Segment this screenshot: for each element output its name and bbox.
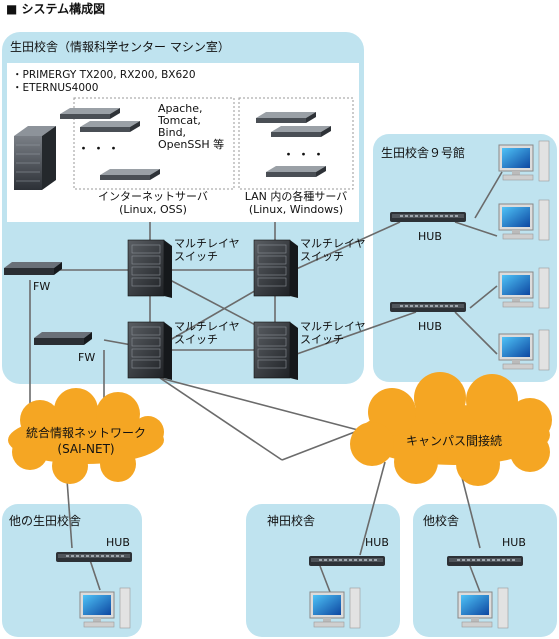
- multilayer-switch-icon: [127, 239, 173, 299]
- firewall-label: FW: [78, 351, 95, 364]
- other-campus-title: 他校舎: [423, 513, 459, 528]
- lan-server-os: (Linux, Windows): [249, 203, 343, 216]
- diagram-title: ■ システム構成図: [6, 1, 105, 16]
- firewall-label: FW: [33, 280, 50, 293]
- pc-icon: [457, 587, 509, 629]
- hub-icon: [390, 212, 466, 222]
- hub-label: HUB: [418, 230, 442, 243]
- server-area: [7, 63, 359, 222]
- switch-label: スイッチ: [300, 333, 344, 346]
- hub-label: HUB: [106, 536, 130, 549]
- software-line-3: Bind,: [158, 126, 186, 139]
- internet-server-group: [73, 97, 235, 190]
- hub-label: HUB: [365, 536, 389, 549]
- hub-icon: [309, 556, 385, 566]
- multilayer-switch-icon: [253, 239, 299, 299]
- main-campus-title: 生田校舎（情報科学センター マシン室）: [10, 39, 230, 54]
- lan-server-group: [238, 97, 354, 190]
- kanda-title: 神田校舎: [267, 513, 315, 528]
- pc-icon: [498, 199, 550, 241]
- multilayer-switch-icon: [253, 321, 299, 381]
- hub-icon: [390, 302, 466, 312]
- switch-label: スイッチ: [174, 250, 218, 263]
- switch-label: スイッチ: [300, 250, 344, 263]
- pc-icon: [498, 267, 550, 309]
- software-line-4: OpenSSH 等: [158, 137, 224, 151]
- server-model-line-2: ・ETERNUS4000: [12, 82, 98, 94]
- pc-icon: [309, 587, 361, 629]
- hub-label: HUB: [418, 320, 442, 333]
- firewall-icon: [34, 332, 92, 345]
- switch-label: マルチレイヤ: [174, 320, 240, 333]
- kanda-panel: [246, 504, 400, 637]
- other-campus-panel: [413, 504, 557, 637]
- switch-label: マルチレイヤ: [300, 320, 366, 333]
- other-ikuta-title: 他の生田校舎: [9, 513, 81, 528]
- campus-link-label: キャンパス間接続: [406, 433, 502, 448]
- multilayer-switch-icon: [127, 321, 173, 381]
- pc-icon: [498, 140, 550, 182]
- sainet-label: 統合情報ネットワーク: [26, 425, 146, 440]
- switch-label: スイッチ: [174, 333, 218, 346]
- server-model-line-1: ・PRIMERGY TX200, RX200, BX620: [12, 69, 196, 81]
- building9-panel: [373, 134, 557, 382]
- internet-server-os: (Linux, OSS): [119, 203, 187, 216]
- switch-label: マルチレイヤ: [174, 237, 240, 250]
- software-line-2: Tomcat,: [157, 114, 201, 127]
- campus-link-cloud: [350, 372, 552, 486]
- internet-server-label: インターネットサーバ: [98, 190, 208, 203]
- internet-server-ellipsis: ・・・: [78, 142, 123, 155]
- hub-icon: [447, 556, 523, 566]
- pc-icon: [498, 329, 550, 371]
- hub-icon: [56, 552, 132, 562]
- hub-label: HUB: [502, 536, 526, 549]
- switch-label: マルチレイヤ: [300, 237, 366, 250]
- pc-icon: [79, 587, 131, 629]
- sainet-sublabel: (SAI-NET): [57, 442, 114, 456]
- lan-server-label: LAN 内の各種サーバ: [245, 189, 348, 203]
- firewall-icon: [4, 262, 62, 275]
- lan-server-ellipsis: ・・・: [283, 148, 328, 161]
- sainet-cloud: [8, 388, 164, 484]
- storage-rack-icon: [14, 126, 56, 190]
- software-line-1: Apache,: [158, 102, 203, 115]
- building9-title: 生田校舎９号館: [381, 145, 465, 160]
